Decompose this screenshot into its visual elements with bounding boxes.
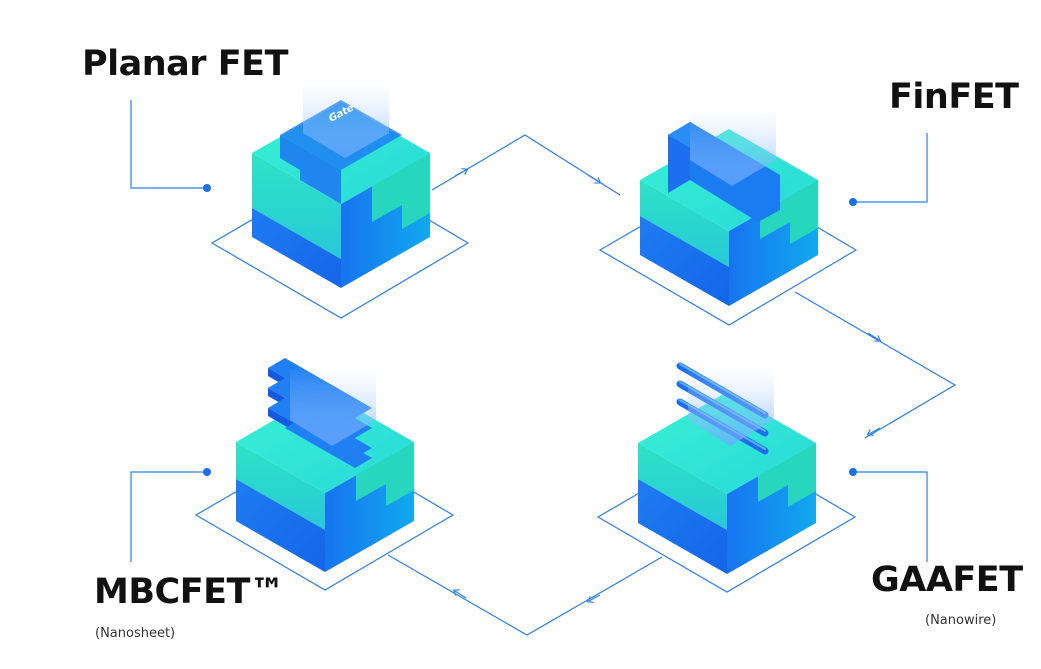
gaafet-left-face-lower	[638, 479, 727, 574]
planar-left-face-upper	[252, 153, 341, 259]
callouts	[130, 100, 928, 562]
gaafet-left-face-upper	[638, 443, 727, 530]
planar-fet-cube: Gate	[210, 85, 470, 319]
flow-connector	[387, 134, 957, 636]
mbcfet-cube	[194, 358, 455, 591]
gaafet-right-notch	[758, 443, 816, 507]
callout-line-mbcfet	[130, 471, 206, 562]
flow-line-finfet-to-gaafet	[794, 291, 957, 439]
callout-line-gaafet	[855, 471, 928, 562]
callout-dot-planar	[203, 184, 211, 192]
finfet-left-face-lower	[640, 216, 729, 306]
flow-arrow-6	[452, 589, 467, 599]
flow-arrow-3	[867, 332, 882, 342]
gaafet-cube	[596, 362, 857, 593]
planar-fet-title: Planar FET	[82, 44, 288, 84]
mbcfet-gate-beam	[290, 370, 376, 446]
flow-line-gaafet-to-mbcfet	[387, 554, 663, 636]
callout-dot-finfet	[849, 198, 857, 206]
gaafet-title: GAAFET	[871, 560, 1023, 600]
mbcfet-left-face-lower	[236, 479, 325, 572]
callout-dot-gaafet	[849, 468, 857, 476]
gaafet-gate-beam	[688, 368, 774, 446]
finfet-cube	[598, 110, 858, 326]
planar-gate-beam	[303, 85, 389, 158]
flow-arrow-5	[586, 594, 601, 603]
mbcfet-subtitle: (Nanosheet)	[95, 626, 176, 641]
callout-dot-mbcfet	[203, 468, 211, 476]
mbcfet-right-notch	[356, 442, 414, 506]
flow-line-planar-to-finfet	[431, 134, 621, 196]
planar-left-face-lower	[252, 208, 341, 288]
flow-arrow-4	[866, 427, 881, 436]
planar-right-notch	[372, 153, 430, 229]
finfet-left-face-upper	[640, 180, 729, 267]
flow-arrow-1	[454, 168, 469, 177]
callout-line-planar	[130, 100, 206, 189]
callout-line-finfet	[855, 133, 928, 203]
mbcfet-title: MBCFET™	[94, 572, 285, 612]
flow-arrow-2	[587, 174, 602, 184]
gaafet-subtitle: (Nanowire)	[925, 613, 997, 628]
planar-gate-front-left	[280, 135, 341, 204]
finfet-gate-beam	[690, 110, 776, 186]
mbcfet-left-face-upper	[236, 442, 325, 530]
finfet-title: FinFET	[889, 77, 1019, 117]
finfet-right-notch	[760, 180, 818, 244]
